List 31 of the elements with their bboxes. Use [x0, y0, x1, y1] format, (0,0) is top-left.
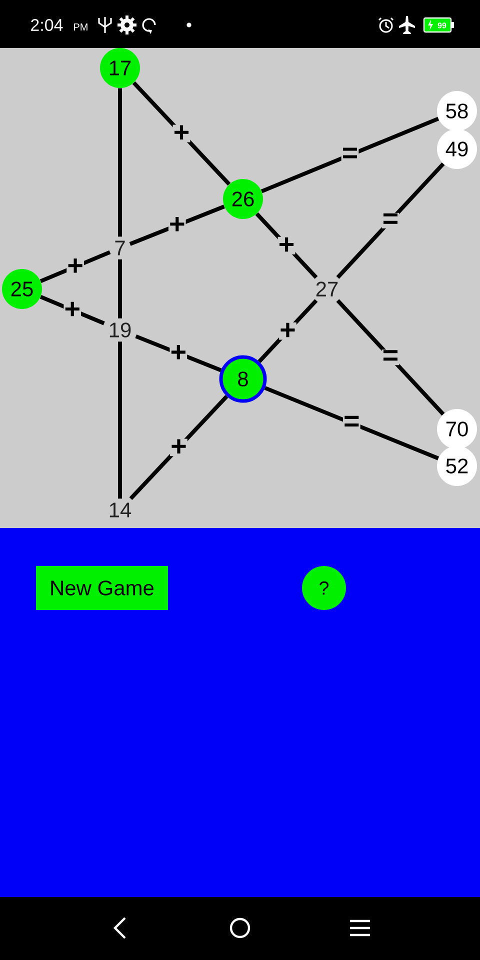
number-label: 14 [110, 502, 132, 518]
connector-line [132, 81, 231, 186]
number-label: 19 [110, 322, 131, 338]
number-label: 27 [316, 282, 338, 296]
connector-line [118, 342, 122, 499]
operator-sign: + [170, 344, 188, 362]
operator-sign: + [64, 301, 82, 319]
operator-sign: + [279, 322, 296, 340]
status-time: 2:04 [31, 18, 63, 32]
connector-line [129, 394, 228, 500]
operator-sign: + [168, 216, 186, 234]
new-game-button: New Game [36, 566, 168, 610]
battery-level: 99 [438, 22, 446, 28]
operator-sign: = [382, 350, 400, 366]
number-label: 7 [115, 240, 125, 256]
connector-line [118, 88, 122, 237]
connector-line [255, 212, 318, 279]
connector-line [258, 299, 318, 363]
help-button: ? [302, 566, 346, 610]
connector-line [336, 299, 445, 416]
connector-line [260, 116, 440, 194]
operator-sign: + [66, 258, 84, 276]
connector-line [264, 386, 440, 460]
connector-line [118, 259, 122, 318]
connector-line [129, 204, 225, 246]
time-period: PM [74, 24, 88, 30]
connector-line [336, 162, 445, 279]
operator-sign: + [170, 438, 188, 456]
connector-line [135, 334, 222, 372]
operator-sign: = [341, 147, 359, 163]
connector-line [40, 250, 111, 284]
